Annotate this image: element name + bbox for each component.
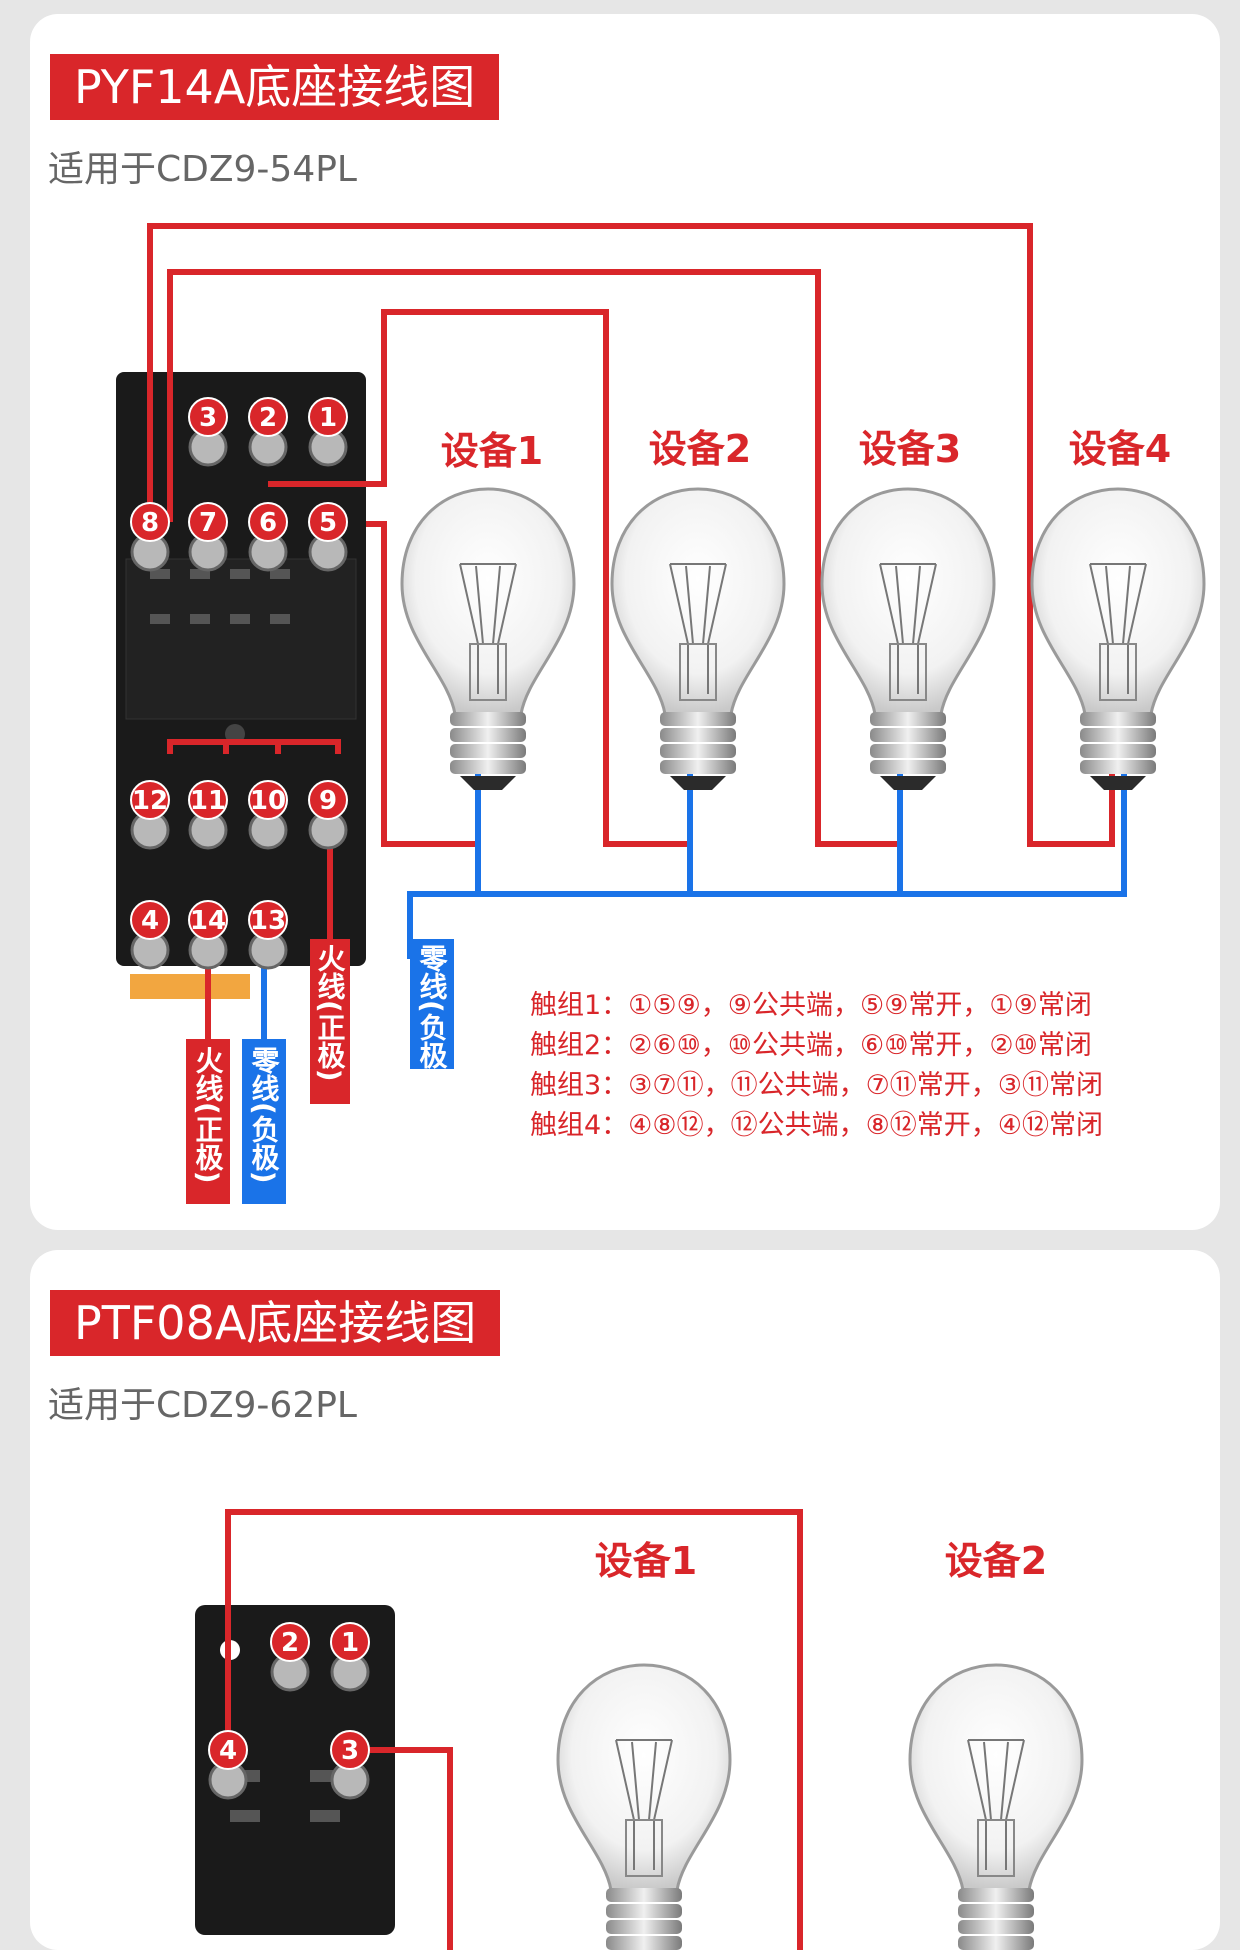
- tag-neutral-mid: [410, 939, 454, 1069]
- terminal-badge: [308, 780, 348, 820]
- terminal-number: 8: [141, 508, 159, 538]
- live-label: 火线(正极): [314, 944, 347, 1082]
- terminal-badge: [308, 502, 348, 542]
- terminal-badge: [188, 900, 228, 940]
- section-subtitle: 适用于CDZ9-62PL: [48, 1385, 357, 1426]
- terminal-number: 1: [341, 1628, 359, 1658]
- terminal-number: 5: [319, 508, 337, 538]
- device-label-4: 设备4: [1069, 427, 1171, 471]
- tag-live-bottom: [186, 1039, 230, 1204]
- tag-neutral-bottom: [242, 1039, 286, 1204]
- terminal-group: 2 1 4 3: [208, 1622, 370, 1800]
- wiring-card-ptf08a: PTF08A底座接线图 适用于CDZ9-62PL 设备1 设备2 2 1 4 3: [30, 1250, 1220, 1950]
- contact-group-4: 触组4：④⑧⑫，⑫公共端，⑧⑫常开，④⑫常闭: [530, 1110, 1103, 1141]
- section-subtitle: 适用于CDZ9-54PL: [48, 149, 357, 190]
- bulb-icon: [820, 487, 996, 792]
- terminal-group: 3 2 1 8 7 6 5 12 11 10 9 4 14 13: [130, 397, 348, 970]
- terminal-number: 7: [199, 508, 217, 538]
- live-label: 火线(正极): [192, 1046, 225, 1184]
- terminal-badge: [248, 780, 288, 820]
- contact-group-2: 触组2：②⑥⑩，⑩公共端，⑥⑩常开，②⑩常闭: [530, 1030, 1092, 1061]
- wiring-diagram-pyf14a: 设备1 设备2 设备3 设备4 3 2 1 8 7 6 5 12 11 10 9 4 14 13 火线(正…: [116, 223, 1206, 1204]
- contact-group-3: 触组3：③⑦⑪，⑪公共端，⑦⑪常开，③⑪常闭: [530, 1070, 1103, 1101]
- terminal-badge: [330, 1730, 370, 1770]
- contact-group-1: 触组1：①⑤⑨，⑨公共端，⑤⑨常开，①⑨常闭: [530, 990, 1092, 1021]
- terminal-number: 4: [219, 1736, 237, 1766]
- wiring-card-pyf14a: PYF14A底座接线图 适用于CDZ9-54PL: [30, 14, 1220, 1230]
- terminal-number: 10: [250, 786, 286, 816]
- terminal-badge: [248, 397, 288, 437]
- terminal-number: 9: [319, 786, 337, 816]
- terminal-badge: [130, 780, 170, 820]
- terminal-number: 1: [319, 403, 337, 433]
- terminal-badge: [130, 502, 170, 542]
- device-label-2: 设备2: [649, 427, 751, 471]
- terminal-number: 3: [341, 1736, 359, 1766]
- terminal-number: 14: [190, 906, 226, 936]
- terminal-badge: [208, 1730, 248, 1770]
- device-label-1: 设备1: [441, 429, 543, 473]
- terminal-number: 2: [281, 1628, 299, 1658]
- section-title: PTF08A底座接线图: [50, 1290, 501, 1356]
- terminal-number: 6: [259, 508, 277, 538]
- neutral-label: 零线(负极): [416, 944, 449, 1082]
- terminal-number: 12: [132, 786, 168, 816]
- terminal-badge: [188, 397, 228, 437]
- terminal-badge: [330, 1622, 370, 1662]
- terminal-number: 13: [250, 906, 286, 936]
- bulb-icon: [400, 487, 576, 792]
- wiring-diagram-ptf08a: 设备1 设备2 2 1 4 3: [195, 1509, 1084, 1950]
- live-wires: [225, 1509, 803, 1950]
- terminal-badge: [130, 900, 170, 940]
- terminal-number: 3: [199, 403, 217, 433]
- terminal-number: 2: [259, 403, 277, 433]
- device-label-2: 设备2: [945, 1539, 1047, 1583]
- terminal-badge: [308, 397, 348, 437]
- section-title: PYF14A底座接线图: [50, 54, 500, 120]
- bulb-icon: [556, 1663, 732, 1950]
- device-label-3: 设备3: [859, 427, 961, 471]
- terminal-badge: [188, 502, 228, 542]
- bulb-icon: [1030, 487, 1206, 792]
- terminal-badge: [248, 502, 288, 542]
- terminal-number: 4: [141, 906, 159, 936]
- neutral-label: 零线(负极): [248, 1046, 281, 1184]
- terminal-badge: [270, 1622, 310, 1662]
- terminal-number: 11: [190, 786, 226, 816]
- terminal-badge: [248, 900, 288, 940]
- terminal-badge: [188, 780, 228, 820]
- bulb-icon: [908, 1663, 1084, 1950]
- tag-live-right: [310, 939, 350, 1104]
- device-label-1: 设备1: [595, 1539, 697, 1583]
- bulb-icon: [610, 487, 786, 792]
